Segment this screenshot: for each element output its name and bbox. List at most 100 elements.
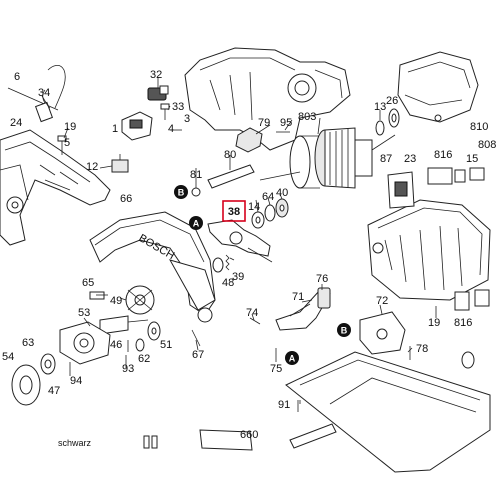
label-94: 94	[70, 375, 82, 387]
fan-housing-810	[397, 51, 479, 123]
bearing-13	[375, 120, 385, 136]
clip-15	[469, 167, 485, 181]
motor-housing-left	[0, 129, 111, 246]
label-53: 53	[78, 307, 90, 319]
label-95: 95	[280, 117, 292, 129]
washer-64	[264, 204, 276, 222]
flange-54	[11, 364, 41, 406]
label-15: 15	[466, 153, 478, 165]
marker-b-label-lower: B	[341, 326, 348, 336]
gear-49	[125, 285, 155, 315]
footer-color-note: schwarz	[58, 438, 92, 448]
highlight-box	[222, 200, 246, 222]
marker-b-lower: B	[337, 323, 351, 337]
marker-a-upper: A	[189, 216, 203, 230]
marker-a-lower: A	[285, 351, 299, 365]
label-65: 65	[82, 277, 94, 289]
label-803: 803	[298, 111, 316, 123]
washer-48	[212, 257, 224, 273]
label-14: 14	[248, 201, 260, 213]
label-71: 71	[292, 291, 304, 303]
bearing-14	[251, 211, 265, 229]
label-816: 816	[434, 149, 452, 161]
label-39: 39	[232, 271, 244, 283]
brush-holder-12	[111, 154, 129, 173]
label-48: 48	[222, 277, 234, 289]
label-808: 808	[478, 139, 496, 151]
callout-labels: 6 34 19 5 24 12 32 33 4 1 3 79 95 803 13…	[2, 69, 496, 441]
label-13: 13	[374, 101, 386, 113]
gear-housing-63	[59, 321, 111, 365]
label-74: 74	[246, 307, 258, 319]
label-91: 91	[278, 399, 290, 411]
highlight-callout-38: 38	[222, 200, 246, 222]
label-1: 1	[112, 123, 118, 135]
lever-79	[235, 127, 263, 153]
footer: schwarz	[58, 435, 158, 449]
label-66: 66	[120, 193, 132, 205]
label-49: 49	[110, 295, 122, 307]
label-32: 32	[150, 69, 162, 81]
label-80: 80	[224, 149, 236, 161]
label-93: 93	[122, 363, 134, 375]
label-79: 79	[258, 117, 270, 129]
label-810: 810	[470, 121, 488, 133]
label-78: 78	[416, 343, 428, 355]
bearing-47	[40, 353, 56, 375]
washer-62	[135, 338, 145, 352]
nut-40	[275, 198, 289, 218]
screw-33	[160, 103, 170, 120]
footer-icon	[143, 435, 150, 449]
washer-b	[191, 187, 201, 197]
label-40: 40	[276, 187, 288, 199]
label-64: 64	[262, 191, 274, 203]
upper-housing	[184, 47, 351, 151]
bracket-72	[359, 311, 406, 355]
label-19-right: 19	[428, 317, 440, 329]
knob-76	[317, 287, 331, 309]
label-24: 24	[10, 117, 22, 129]
label-75: 75	[270, 363, 282, 375]
footer-icon-2	[151, 435, 158, 449]
label-76: 76	[316, 273, 328, 285]
spindle-53	[99, 315, 149, 335]
field-housing	[367, 199, 491, 301]
label-23: 23	[404, 153, 416, 165]
label-3: 3	[184, 113, 190, 125]
screw-74	[249, 317, 261, 325]
plate-87	[387, 171, 415, 209]
marker-b-label-upper: B	[178, 188, 185, 198]
label-34: 34	[38, 87, 50, 99]
switch-816	[427, 167, 466, 185]
screw-65	[89, 291, 105, 300]
screw-19	[57, 135, 67, 155]
label-54: 54	[2, 351, 14, 363]
label-816-lower: 816	[454, 317, 472, 329]
label-62: 62	[138, 353, 150, 365]
switch-assembly-1	[121, 111, 153, 141]
washer-right	[461, 351, 475, 369]
marker-a-label-lower: A	[289, 354, 296, 364]
bearing-26	[388, 108, 400, 128]
label-63: 63	[22, 337, 34, 349]
spindle-lock-38	[207, 219, 273, 263]
base-plate-75	[285, 351, 491, 473]
label-660: 660	[240, 429, 258, 441]
label-46: 46	[110, 339, 122, 351]
marker-b-upper: B	[174, 185, 188, 199]
label-12: 12	[86, 161, 98, 173]
label-5: 5	[64, 137, 70, 149]
screw-67	[191, 329, 201, 347]
label-4: 4	[168, 123, 174, 135]
bearing-51	[147, 321, 161, 341]
label-26: 26	[386, 95, 398, 107]
armature-803	[259, 127, 396, 189]
leader-lines	[41, 77, 413, 404]
label-81: 81	[190, 169, 202, 181]
switch-816-lower	[454, 289, 490, 311]
part-660	[199, 423, 337, 451]
label-6: 6	[14, 71, 20, 83]
label-47: 47	[48, 385, 60, 397]
